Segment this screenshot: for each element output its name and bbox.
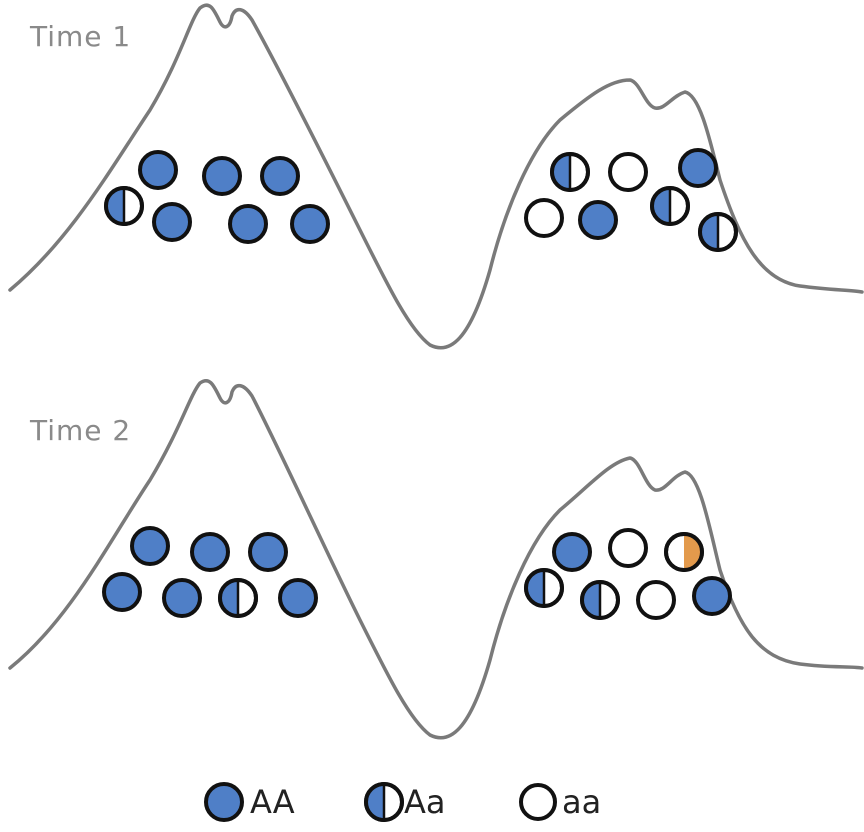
mountain-outline [8,3,864,350]
panel-time-1: Time 1 [8,3,864,350]
legend-item-aa: aa [519,783,601,821]
legend-swatch-AA [204,782,244,822]
individual-aa [636,580,676,620]
individual-AA [162,578,202,618]
legend-swatch-Aa [364,782,404,822]
individual-aa [608,528,648,568]
individual-Aa [580,580,620,620]
legend-item-AA: AA [204,782,295,822]
individual-Aa [104,186,144,226]
individual-Aa [524,568,564,608]
left-population [102,526,318,618]
individual-AA [130,526,170,566]
individual-Aa [364,782,404,822]
left-population [104,150,330,244]
individual-AA [278,578,318,618]
individual-Aa [550,152,590,192]
legend-swatch-aa [519,783,557,821]
individual-AA [578,200,618,240]
panel-label: Time 1 [29,20,131,53]
individual-mutant [664,532,704,572]
individual-AA [552,532,592,572]
individual-AA [138,150,178,190]
individual-AA [290,204,330,244]
mountain-outline [8,378,864,740]
legend: AA Aa aa [204,782,601,822]
individual-AA [152,202,192,242]
individual-aa [608,152,648,192]
panel-label: Time 2 [29,414,131,447]
legend-label: AA [250,783,295,821]
individual-AA [228,204,268,244]
individual-aa [524,198,564,238]
legend-label: Aa [404,783,446,821]
individual-AA [190,532,230,572]
legend-label: aa [562,783,601,821]
legend-item-Aa: Aa [364,782,446,822]
right-population [524,148,738,252]
individual-AA [260,156,300,196]
individual-AA [202,156,242,196]
individual-AA [692,576,732,616]
individual-AA [102,572,142,612]
panel-time-2: Time 2 [8,378,864,740]
individual-Aa [698,212,738,252]
individual-Aa [218,578,258,618]
right-population [524,528,732,620]
individual-Aa [650,186,690,226]
individual-AA [248,532,288,572]
individual-AA [678,148,718,188]
